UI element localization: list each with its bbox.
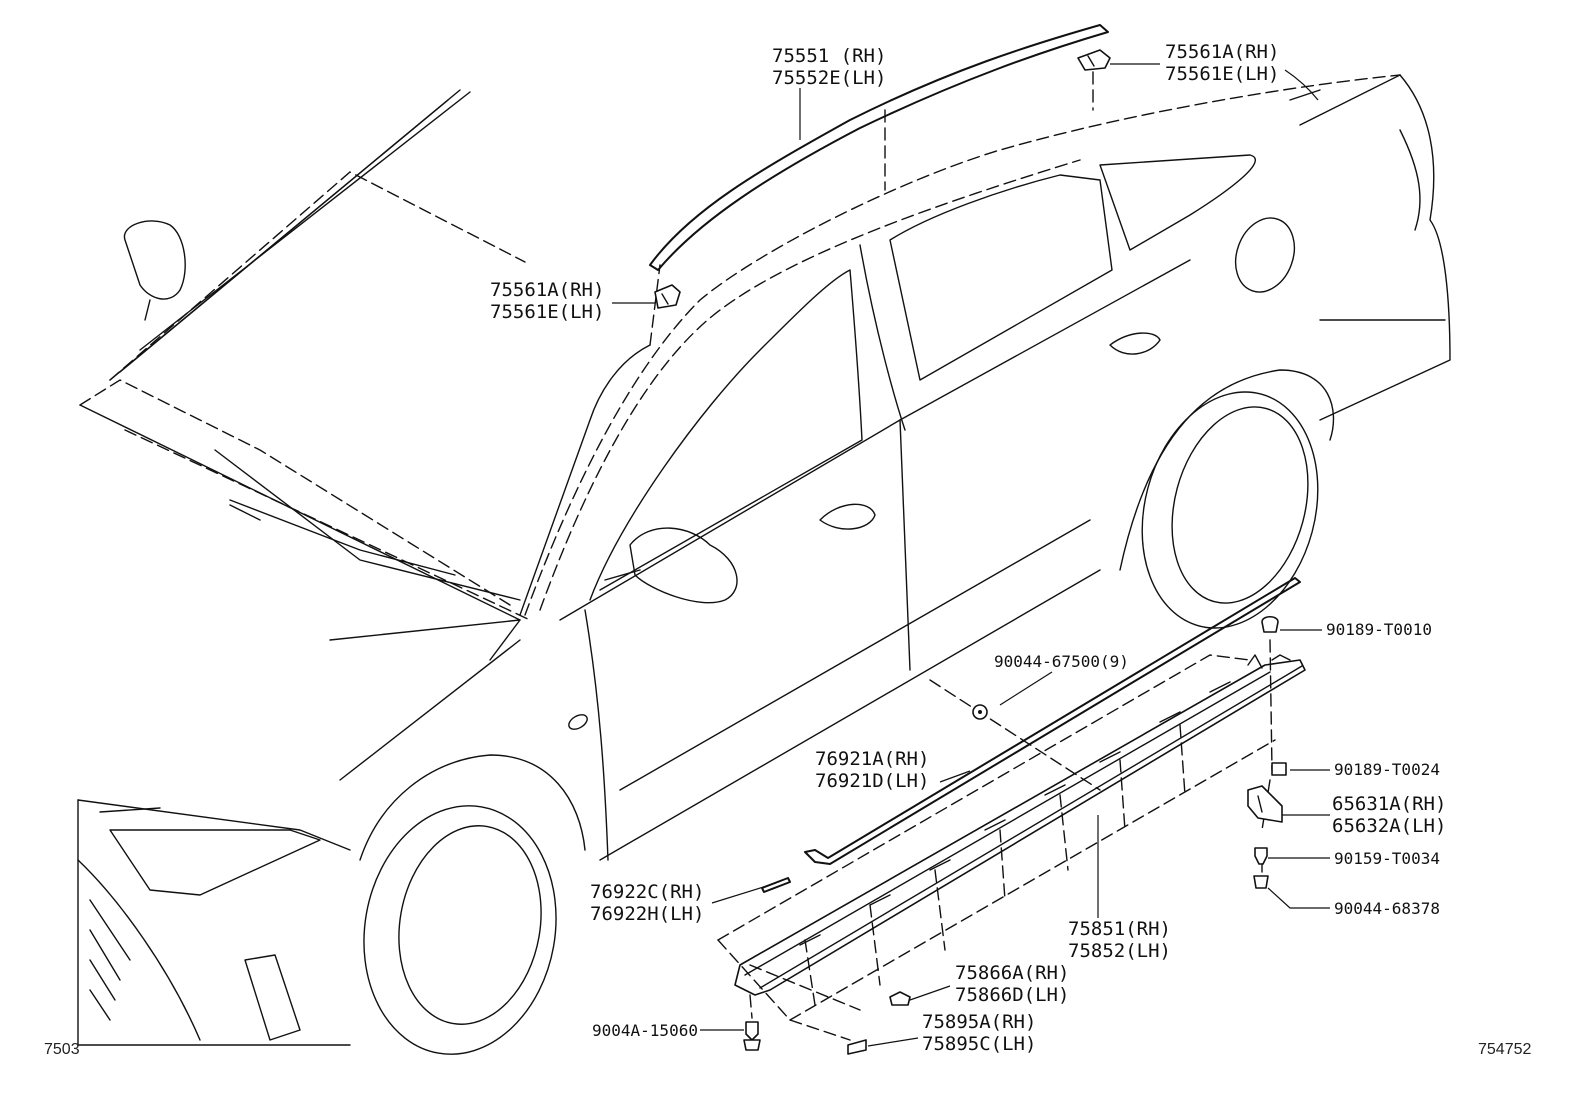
callout-screw-9004a-15060: 9004A-15060	[592, 1021, 698, 1040]
callout-clip-90044-68378: 90044-68378	[1334, 899, 1440, 918]
callout-rocker-molding: 76921A(RH) 76921D(LH)	[815, 748, 929, 792]
svg-text:75552E(LH): 75552E(LH)	[772, 67, 886, 89]
svg-text:90159-T0034: 90159-T0034	[1334, 849, 1440, 868]
svg-text:75895A(RH): 75895A(RH)	[922, 1011, 1036, 1033]
vehicle-outline	[77, 74, 1451, 1055]
screw-90159-t0034-part	[1254, 847, 1268, 865]
leader-lines	[612, 63, 1330, 1047]
diagram-id: 7503	[44, 1041, 80, 1058]
svg-text:90044-68378: 90044-68378	[1334, 899, 1440, 918]
svg-text:76921A(RH): 76921A(RH)	[815, 748, 929, 770]
svg-text:75561E(LH): 75561E(LH)	[1165, 63, 1279, 85]
svg-text:9004A-15060: 9004A-15060	[592, 1021, 698, 1040]
clip-90189-t0010-part	[1261, 615, 1279, 771]
svg-text:75561E(LH): 75561E(LH)	[490, 301, 604, 323]
retainer-75866-part	[889, 991, 911, 1006]
svg-text:65631A(RH): 65631A(RH)	[1332, 793, 1446, 815]
callout-side-seal: 76922C(RH) 76922H(LH)	[590, 881, 704, 925]
callout-clip-90189-t0024: 90189-T0024	[1334, 760, 1440, 779]
svg-text:90044-67500(9): 90044-67500(9)	[994, 652, 1129, 671]
svg-text:90189-T0024: 90189-T0024	[1334, 760, 1440, 779]
mudguard-part	[1247, 785, 1283, 823]
callout-clip-90189-t0010: 90189-T0010	[1326, 620, 1432, 639]
roof-clip-rear-part	[1077, 49, 1111, 71]
nut-90044-67500-part	[972, 704, 988, 720]
rocker-molding-part	[804, 577, 1301, 865]
figure-number: 754752	[1478, 1041, 1531, 1058]
pad-75895-part	[847, 1039, 867, 1055]
svg-text:75852(LH): 75852(LH)	[1068, 940, 1171, 962]
svg-text:90189-T0010: 90189-T0010	[1326, 620, 1432, 639]
roof-molding-part	[649, 24, 1109, 271]
parts	[649, 24, 1306, 1055]
callout-pad-75895: 75895A(RH) 75895C(LH)	[922, 1011, 1036, 1055]
clip-90044-68378-part	[1253, 863, 1269, 889]
svg-text:65632A(LH): 65632A(LH)	[1332, 815, 1446, 837]
svg-text:75866D(LH): 75866D(LH)	[955, 984, 1069, 1006]
svg-text:75561A(RH): 75561A(RH)	[1165, 41, 1279, 63]
svg-text:75561A(RH): 75561A(RH)	[490, 279, 604, 301]
svg-text:75851(RH): 75851(RH)	[1068, 918, 1171, 940]
screw-9004a-15060-part	[743, 994, 761, 1051]
roof-clip-front-part	[654, 284, 681, 309]
callout-roof-clip-front: 75561A(RH) 75561E(LH)	[490, 279, 604, 323]
svg-text:75866A(RH): 75866A(RH)	[955, 962, 1069, 984]
rocker-panel-part	[734, 654, 1306, 996]
svg-text:76922C(RH): 76922C(RH)	[590, 881, 704, 903]
callout-retainer-75866: 75866A(RH) 75866D(LH)	[955, 962, 1069, 1006]
callout-screw-90159-t0034: 90159-T0034	[1334, 849, 1440, 868]
callout-mudguard: 65631A(RH) 65632A(LH)	[1332, 793, 1446, 837]
side-seal-part	[761, 877, 791, 893]
svg-text:76921D(LH): 76921D(LH)	[815, 770, 929, 792]
callout-rocker-panel: 75851(RH) 75852(LH)	[1068, 918, 1171, 962]
svg-text:75551 (RH): 75551 (RH)	[772, 45, 886, 67]
callout-roof-molding: 75551 (RH) 75552E(LH)	[772, 45, 886, 89]
svg-text:76922H(LH): 76922H(LH)	[590, 903, 704, 925]
svg-text:75895C(LH): 75895C(LH)	[922, 1033, 1036, 1055]
callout-roof-clip-rear: 75561A(RH) 75561E(LH)	[1165, 41, 1279, 85]
callout-nut-90044-67500: 90044-67500(9)	[994, 652, 1129, 671]
